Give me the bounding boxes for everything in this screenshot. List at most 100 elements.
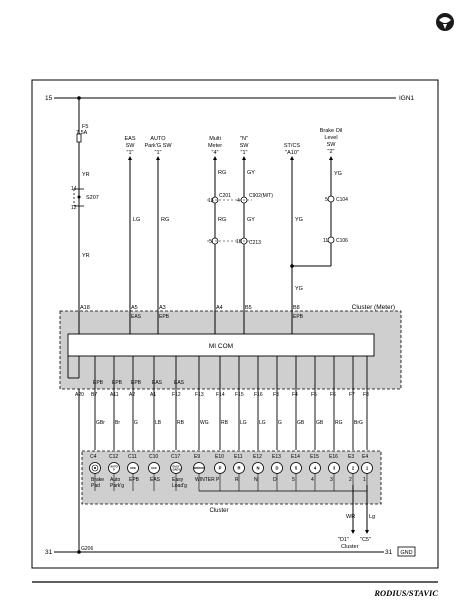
meter-pin-b5: B5 bbox=[245, 305, 252, 311]
wire-color-label: G bbox=[134, 420, 138, 426]
splice-pin-bottom: 12 bbox=[71, 205, 77, 211]
meter-bottom-tag-5: EAS bbox=[174, 380, 185, 386]
multi-meter-connector: Multi Meter "4" RG RG 13 C201 5 bbox=[208, 136, 231, 305]
c201-label: C201 bbox=[219, 193, 231, 199]
lamp-glyph: 4 bbox=[314, 465, 317, 470]
meter-bottom-pin: A2 bbox=[129, 392, 135, 398]
lamp-name: 4 bbox=[311, 477, 314, 483]
wire-color-label: LG bbox=[259, 420, 266, 426]
wire-color-label: LB bbox=[155, 420, 162, 426]
cluster-output-wires: WR Lg "D1" "C5" Cluster bbox=[338, 485, 375, 550]
multi-meter-line2: Meter bbox=[208, 143, 222, 149]
cluster-pin: E4 bbox=[362, 454, 368, 460]
stics-line1: ST/CS bbox=[284, 143, 301, 149]
micom-label: MI COM bbox=[209, 343, 233, 350]
n-switch-line1: "N" bbox=[240, 136, 248, 142]
meter-top-pins: A18 A5 A3 A4 B5 B8 EAS EPB EPB bbox=[78, 305, 304, 334]
wire-gy-upper: GY bbox=[247, 170, 255, 176]
lamp-name: Park'g bbox=[110, 483, 124, 489]
cluster-pin: C17 bbox=[171, 454, 180, 460]
auto-parkg-line2: Park'G SW bbox=[144, 143, 172, 149]
eas-switch: EAS SW "1" LG bbox=[124, 136, 140, 305]
wire-color-label: BrG bbox=[354, 420, 363, 426]
wire-color-label: GB bbox=[316, 420, 324, 426]
wire-lg-out: Lg bbox=[369, 514, 375, 520]
gear-r-lamp-icon: R bbox=[233, 462, 245, 474]
epb-lamp-icon: EPB bbox=[127, 462, 139, 474]
gear-3-lamp-icon: 3 bbox=[328, 462, 340, 474]
cluster-pin: C4 bbox=[90, 454, 97, 460]
brake-oil-line4: "2" bbox=[328, 149, 335, 155]
meter-bottom-pin: F3 bbox=[273, 392, 279, 398]
lamp-glyph: N bbox=[256, 465, 259, 470]
meter-bottom-tag-4: EAS bbox=[152, 380, 163, 386]
lamp-name: Pad bbox=[91, 483, 100, 489]
lamp-name: Load'g bbox=[172, 483, 187, 489]
c106-pin: 11 bbox=[323, 238, 328, 244]
cluster-meter-title: Cluster (Meter) bbox=[352, 304, 395, 311]
cluster-pin: E3 bbox=[348, 454, 354, 460]
c213-label: C213 bbox=[249, 240, 261, 246]
gear-1-lamp-icon: 1 bbox=[361, 462, 373, 474]
meter-bottom-pin: F5 bbox=[311, 392, 317, 398]
micom-chip bbox=[67, 333, 375, 357]
wire-color-label: RB bbox=[221, 420, 229, 426]
splice-pin-top: 14 bbox=[71, 186, 77, 192]
meter-bottom-pin: F4 bbox=[292, 392, 298, 398]
lamp-name: 1 bbox=[363, 477, 366, 483]
meter-pin-a18: A18 bbox=[80, 305, 90, 311]
wire-rg: RG bbox=[161, 217, 169, 223]
eas-switch-line1: EAS bbox=[124, 136, 135, 142]
meter-pin-tag-eas: EAS bbox=[131, 314, 142, 320]
lamp-name: D bbox=[273, 477, 277, 483]
cluster-lamp-module: Cluster bbox=[81, 450, 382, 514]
wire-color-label: RB bbox=[177, 420, 185, 426]
output-left-label: "D1" bbox=[338, 537, 349, 543]
brake-pad-lamp-icon bbox=[89, 462, 101, 474]
lamp-name: 2 bbox=[349, 477, 352, 483]
lamp-glyph: 1 bbox=[366, 465, 369, 470]
ground-rail: 31 31 GND bbox=[45, 546, 416, 557]
output-right-label: "C5" bbox=[360, 537, 371, 543]
gear-2-lamp-icon: 2 bbox=[347, 462, 359, 474]
cluster-pin: E16 bbox=[329, 454, 338, 460]
meter-bottom-pin: F6 bbox=[330, 392, 336, 398]
cluster-pin: E13 bbox=[272, 454, 281, 460]
lamp-name: 3 bbox=[330, 477, 333, 483]
n-switch-line3: "1" bbox=[241, 150, 248, 156]
wire-color-label: GBr bbox=[96, 420, 105, 426]
lamp-glyph: P bbox=[219, 465, 222, 470]
lamp-name: P bbox=[216, 477, 220, 483]
rail-bottom-left-label: 31 bbox=[45, 549, 53, 556]
lamp-glyph: 2 bbox=[352, 465, 355, 470]
brake-oil-line3: SW bbox=[327, 142, 337, 148]
cluster-pin: C12 bbox=[109, 454, 118, 460]
diagram-frame bbox=[31, 79, 439, 569]
lamp-name: Brake bbox=[91, 477, 104, 483]
cluster-pin: C11 bbox=[128, 454, 137, 460]
wire-color-label: Br bbox=[115, 420, 120, 426]
lamp-name: EAS bbox=[150, 477, 161, 483]
lamp-name: 5 bbox=[292, 477, 295, 483]
output-caption: Cluster bbox=[341, 544, 359, 550]
ssangyong-logo-icon bbox=[436, 13, 454, 31]
brake-oil-line1: Brake Oil bbox=[320, 128, 343, 134]
auto-parkg-line3: "1" bbox=[155, 150, 162, 156]
wire-color-label: RG bbox=[335, 420, 343, 426]
splice-name: S207 bbox=[86, 195, 99, 201]
meter-bottom-tag-2: EPB bbox=[112, 380, 123, 386]
meter-bottom-pin: F8 bbox=[363, 392, 369, 398]
cluster-pin: E12 bbox=[253, 454, 262, 460]
c104-pin: 5 bbox=[325, 197, 328, 203]
multi-meter-line1: Multi bbox=[209, 136, 221, 142]
gear-d-lamp-icon: D bbox=[271, 462, 283, 474]
lamp-glyph: P bbox=[113, 467, 115, 471]
lamp-glyph: WINTER bbox=[194, 466, 204, 470]
wire-rg-upper: RG bbox=[218, 170, 226, 176]
rail-top-right-label: IGN1 bbox=[399, 95, 415, 102]
ground-splice-label: G206 bbox=[81, 546, 93, 552]
meter-bottom-tag-3: EPB bbox=[131, 380, 142, 386]
cluster-title: Cluster bbox=[209, 508, 228, 514]
meter-pin-a3: A3 bbox=[159, 305, 166, 311]
